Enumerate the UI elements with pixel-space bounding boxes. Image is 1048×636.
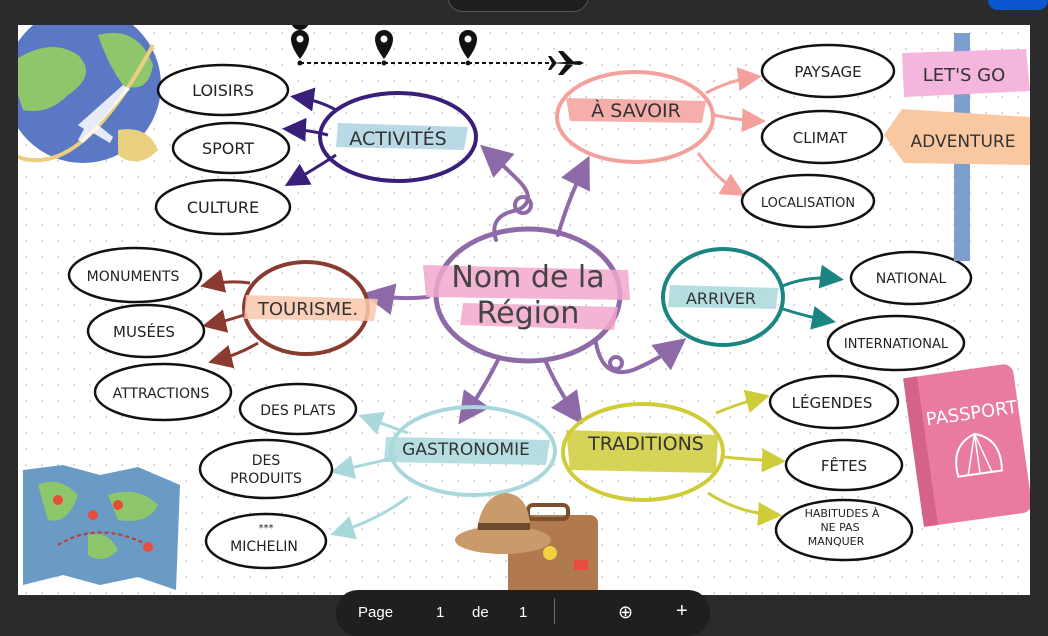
traditions-item-4: NE PAS xyxy=(820,521,859,534)
gastronomie-item-4: *** xyxy=(259,523,274,534)
page-label: Page xyxy=(358,604,394,621)
world-map-icon xyxy=(23,465,180,590)
pager-divider xyxy=(554,598,555,624)
top-toolbar-button[interactable] xyxy=(447,0,589,12)
branch-traditions: TRADITIONS LÉGENDES FÊTES HABITUDES À NE… xyxy=(561,374,914,562)
page-navigator: Page 1 de 1 ⊕ + xyxy=(336,590,710,636)
gastronomie-item-1: DES PLATS xyxy=(260,403,336,419)
branch-gastronomie: GASTRONOMIE DES PLATS DES PRODUITS *** M… xyxy=(198,382,557,570)
left-panel-edge xyxy=(0,25,18,615)
traditions-item-1: LÉGENDES xyxy=(792,393,873,412)
map-pin-icon xyxy=(459,30,477,59)
a-savoir-label: À SAVOIR xyxy=(591,99,681,122)
passport: PASSPORT xyxy=(903,364,1030,527)
center-title-line2: Région xyxy=(477,296,580,331)
hat-suitcase-icon xyxy=(455,493,598,595)
branch-tourisme: TOURISME. MONUMENTS MUSÉES ATTRACTIONS xyxy=(67,246,378,422)
page-of-label: de xyxy=(472,604,489,621)
arriver-label: ARRIVER xyxy=(686,289,756,308)
page-current-input[interactable]: 1 xyxy=(436,604,445,621)
traditions-item-2: FÊTES xyxy=(821,456,867,475)
activites-item-2: SPORT xyxy=(202,139,254,158)
activites-item-1: LOISIRS xyxy=(192,81,254,100)
a-savoir-item-2: CLIMAT xyxy=(793,129,848,147)
a-savoir-item-1: PAYSAGE xyxy=(794,63,861,81)
airplane-icon xyxy=(548,51,584,75)
share-button[interactable] xyxy=(988,0,1048,10)
center-node: Nom de la Région xyxy=(423,226,630,364)
activites-item-3: CULTURE xyxy=(187,198,259,217)
branch-activites: ACTIVITÉS LOISIRS SPORT CULTURE xyxy=(154,63,478,236)
globe-airplane-icon xyxy=(18,25,161,163)
gastronomie-item-2: DES xyxy=(252,453,281,469)
center-title-line1: Nom de la xyxy=(451,260,604,295)
plus-icon[interactable]: + xyxy=(676,600,688,622)
tourisme-item-3: ATTRACTIONS xyxy=(113,386,210,402)
arriver-item-2: INTERNATIONAL xyxy=(844,337,949,352)
gastronomie-label: GASTRONOMIE xyxy=(402,440,530,460)
tourisme-item-1: MONUMENTS xyxy=(87,269,180,285)
map-pin-icon xyxy=(375,30,393,59)
tourisme-label: TOURISME. xyxy=(257,299,358,320)
branch-a-savoir: À SAVOIR PAYSAGE CLIMAT LOCALISATION xyxy=(555,43,896,229)
zoom-in-icon[interactable]: ⊕ xyxy=(618,602,634,622)
right-panel-edge xyxy=(1030,25,1048,615)
arriver-item-1: NATIONAL xyxy=(876,271,947,287)
signpost: LET'S GO ADVENTURE xyxy=(884,33,1030,261)
page-total: 1 xyxy=(519,604,528,621)
mind-map-canvas: Nom de la Région ACTIVITÉS LOISIRS SPORT… xyxy=(18,25,1030,595)
signpost-bottom-label: ADVENTURE xyxy=(911,132,1016,152)
a-savoir-item-3: LOCALISATION xyxy=(761,196,855,211)
branch-arriver: ARRIVER NATIONAL INTERNATIONAL xyxy=(661,247,973,372)
gastronomie-item-5: MICHELIN xyxy=(230,539,298,555)
signpost-top-label: LET'S GO xyxy=(923,65,1006,86)
travel-timeline xyxy=(291,25,584,75)
traditions-item-3: HABITUDES À xyxy=(805,507,880,520)
gastronomie-item-3: PRODUITS xyxy=(230,471,302,487)
tourisme-item-2: MUSÉES xyxy=(113,322,175,341)
traditions-item-5: MANQUER xyxy=(808,535,865,548)
map-pin-icon xyxy=(291,25,309,59)
traditions-label: TRADITIONS xyxy=(587,433,704,455)
activites-label: ACTIVITÉS xyxy=(349,127,446,150)
